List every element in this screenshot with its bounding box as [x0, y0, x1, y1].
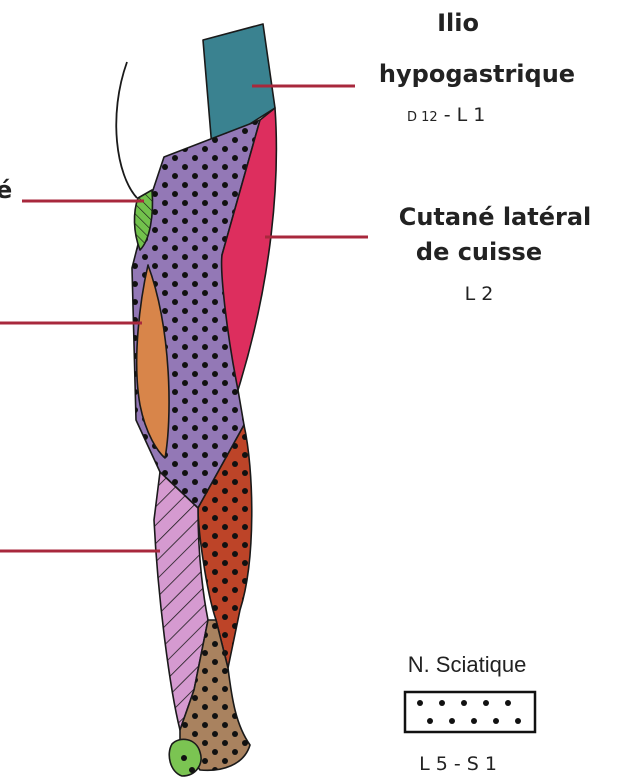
- body-contour-line: [116, 62, 137, 198]
- cutane-label-line2: de cuisse: [416, 238, 542, 266]
- ilio-label-line1: Ilio: [437, 9, 479, 37]
- sciatique-legend: N. Sciatique L 5 - S 1: [405, 652, 535, 775]
- light-green-zone: [169, 739, 201, 776]
- ilio-segment-l1: - L 1: [438, 104, 486, 126]
- ilio-segment: D 12 - L 1: [407, 104, 485, 126]
- ilio-label-line2: hypogastrique: [379, 60, 575, 88]
- ilio-segment-d12: D 12: [407, 110, 438, 125]
- cutane-label-line1: Cutané latéral: [399, 203, 592, 231]
- legend-segment: L 5 - S 1: [419, 753, 497, 775]
- left-cropped-label: é: [0, 176, 12, 204]
- legend-swatch: [405, 692, 535, 732]
- cutane-segment: L 2: [465, 283, 494, 305]
- legend-title: N. Sciatique: [408, 652, 527, 677]
